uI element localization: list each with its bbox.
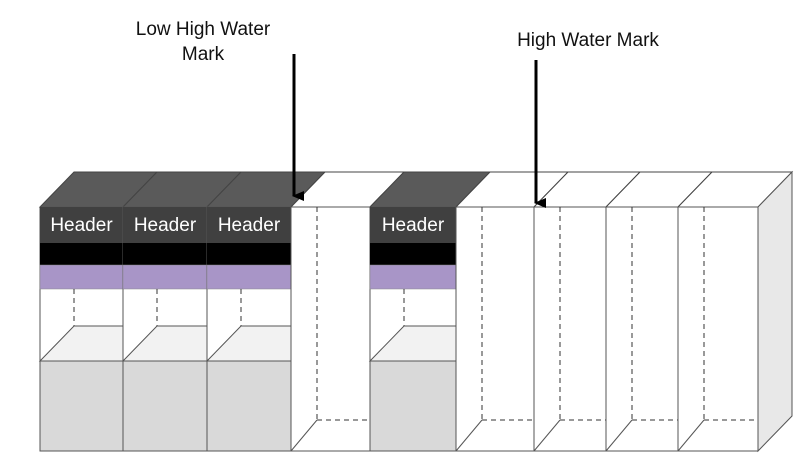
- blocks-right-side-face: [757, 170, 793, 453]
- block-lower-fill: [39, 360, 124, 452]
- floor-corner-edge: [290, 419, 318, 452]
- floor-corner-edge: [605, 419, 633, 452]
- block-purple-band: [369, 264, 457, 290]
- block-black-band: [370, 243, 456, 265]
- block-2-formatted: Header: [121, 171, 243, 452]
- floor-corner-edge: [677, 419, 705, 452]
- blocks-layer: Header Header Header Header: [38, 170, 794, 453]
- block-header-label: Header: [50, 215, 113, 236]
- block-header-band: [123, 207, 207, 243]
- block-4-unformatted: [289, 171, 406, 452]
- block-header-label: Header: [218, 215, 281, 236]
- block-header-band: [370, 207, 456, 243]
- block-purple-band: [122, 264, 208, 290]
- block-lower-fill: [122, 360, 208, 452]
- block-8-unformatted: [604, 171, 714, 452]
- block-black-band: [207, 243, 291, 265]
- block-purple-band: [39, 264, 124, 290]
- low-high-water-mark-label-line2: Mark: [181, 44, 225, 65]
- arrows-layer: [292, 54, 546, 208]
- block-7-unformatted: [532, 171, 642, 452]
- block-lower-fill: [369, 360, 457, 452]
- block-header-band: [40, 207, 123, 243]
- floor-corner-edge: [455, 419, 483, 452]
- block-5-formatted: Header: [368, 171, 492, 452]
- block-front-face: [605, 206, 679, 452]
- block-header-label: Header: [134, 215, 197, 236]
- block-1-formatted: Header: [38, 171, 159, 452]
- block-front-face: [290, 206, 371, 452]
- block-black-band: [123, 243, 207, 265]
- block-header-band: [207, 207, 291, 243]
- block-black-band: [40, 243, 123, 265]
- high-water-mark-label: High Water Mark: [517, 30, 659, 51]
- block-front-face: [677, 206, 759, 452]
- block-header-label: Header: [382, 215, 445, 236]
- block-lower-fill: [206, 360, 292, 452]
- floor-corner-edge: [533, 419, 561, 452]
- block-purple-band: [206, 264, 292, 290]
- block-front-face: [455, 206, 535, 452]
- low-high-water-mark-label: Low High Water Mark: [118, 17, 288, 67]
- low-high-water-mark-label-line1: Low High Water: [135, 19, 271, 40]
- block-front-face: [533, 206, 607, 452]
